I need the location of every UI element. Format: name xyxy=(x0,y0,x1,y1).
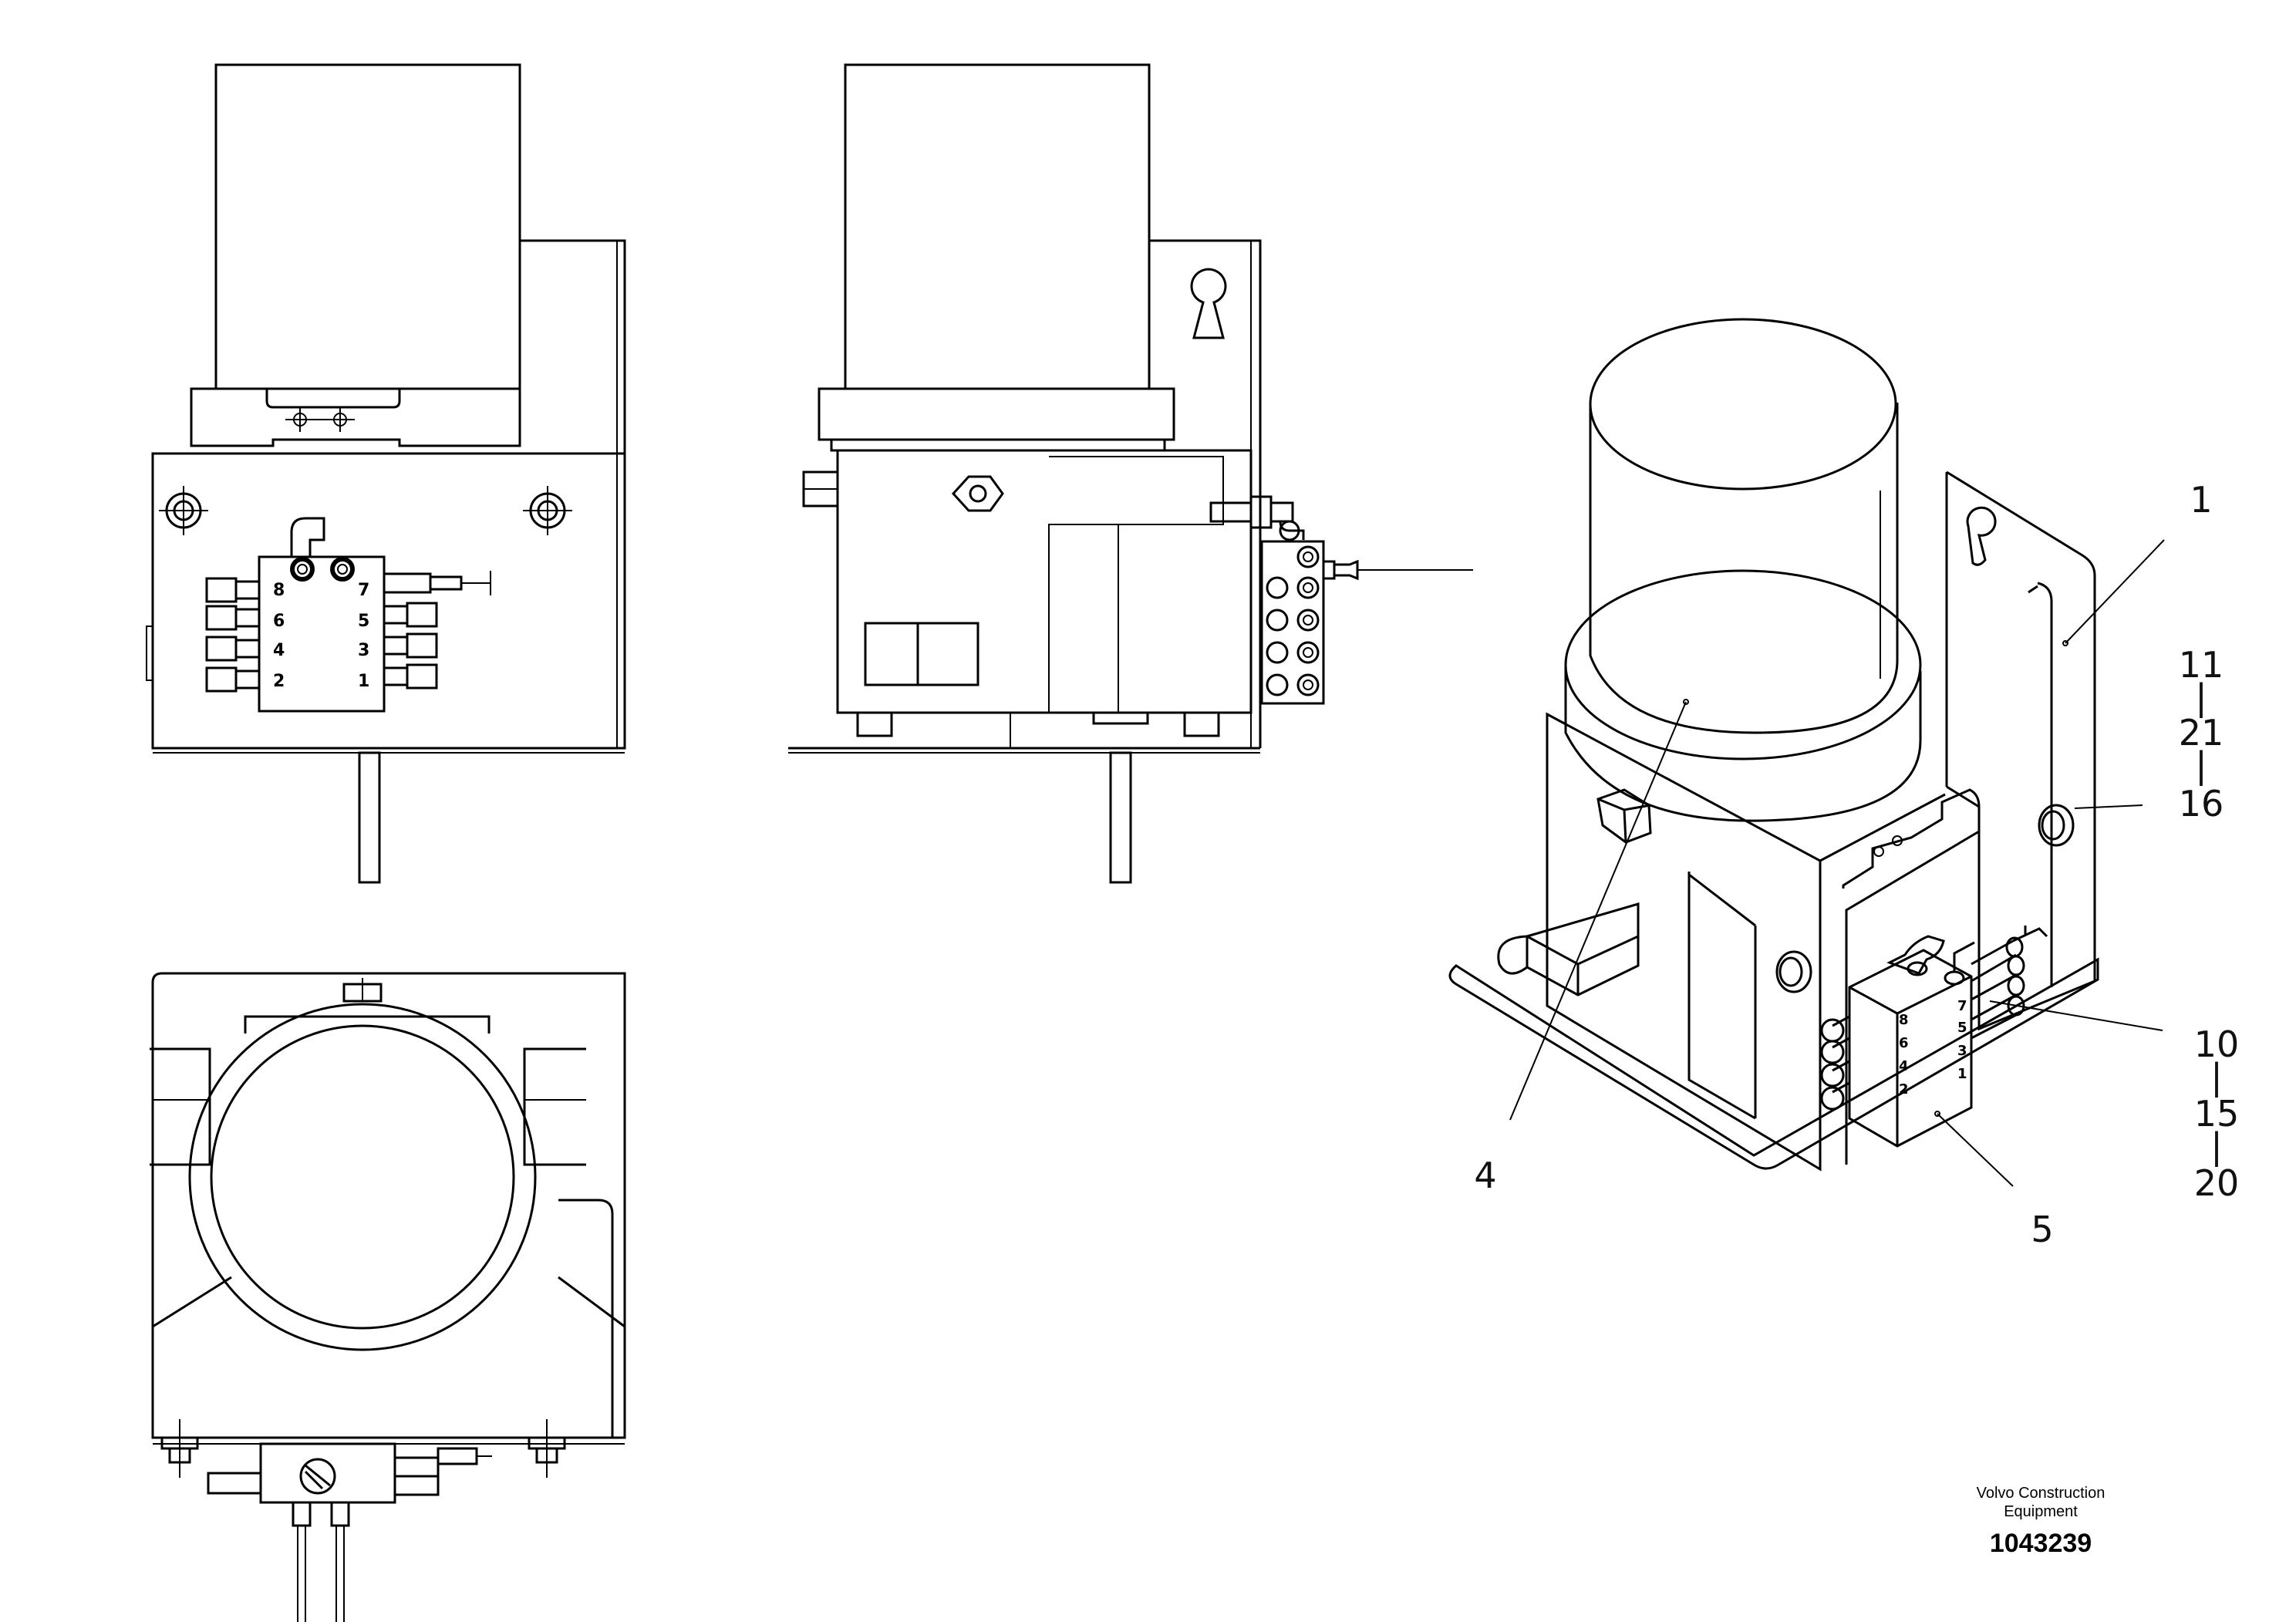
port-label-3: 3 xyxy=(358,641,369,660)
callout-1: 1 xyxy=(2190,479,2212,521)
callout-separator-d: | xyxy=(2210,1125,2223,1168)
callout-16: 16 xyxy=(2179,783,2224,824)
title-block: Volvo Construction Equipment 1043239 xyxy=(1977,1485,2106,1558)
bolt-right xyxy=(523,486,572,535)
callout-5: 5 xyxy=(2031,1209,2053,1250)
iso-port-label-8: 8 xyxy=(1899,1012,1909,1028)
iso-port-label-6: 6 xyxy=(1899,1035,1909,1051)
callout-11: 11 xyxy=(2179,644,2224,686)
iso-port-label-4: 4 xyxy=(1899,1058,1909,1074)
callout-15: 15 xyxy=(2194,1093,2240,1135)
iso-port-label-1: 1 xyxy=(1957,1066,1967,1082)
drawing-number: 1043239 xyxy=(1990,1529,2092,1558)
iso-bolt-upper xyxy=(2038,804,2075,847)
port-label-2: 2 xyxy=(273,672,285,691)
port-label-8: 8 xyxy=(273,581,285,600)
callout-10: 10 xyxy=(2194,1023,2240,1065)
port-label-5: 5 xyxy=(358,612,369,631)
bolt-bottom-right xyxy=(528,1419,566,1478)
iso-port-label-3: 3 xyxy=(1957,1043,1967,1059)
bolt-bottom-left xyxy=(160,1419,199,1478)
company-name-line1: Volvo Construction xyxy=(1977,1485,2106,1502)
callout-21: 21 xyxy=(2179,712,2224,754)
front-view: 8 7 6 5 4 3 2 1 xyxy=(146,63,626,884)
callout-separator-b: | xyxy=(2195,744,2207,787)
bolt-left xyxy=(159,486,208,535)
port-label-1: 1 xyxy=(358,672,369,691)
callout-separator-c: | xyxy=(2210,1056,2223,1098)
port-label-7: 7 xyxy=(358,581,369,600)
side-view xyxy=(788,63,1473,884)
iso-bolt-lower xyxy=(1775,950,1812,993)
iso-port-label-5: 5 xyxy=(1957,1020,1967,1036)
iso-port-label-7: 7 xyxy=(1957,998,1967,1014)
callout-labels: 1 11 | 21 | 16 10 | 15 | 20 4 5 xyxy=(1474,479,2239,1250)
callout-4: 4 xyxy=(1474,1155,1496,1196)
port-label-6: 6 xyxy=(273,612,285,631)
iso-port-label-2: 2 xyxy=(1899,1081,1909,1098)
isometric-view: 8 7 6 5 4 3 2 1 xyxy=(1448,318,2099,1172)
port-label-4: 4 xyxy=(273,641,285,660)
top-view xyxy=(150,972,626,1622)
callout-20: 20 xyxy=(2194,1162,2240,1204)
company-name-line2: Equipment xyxy=(2004,1503,2078,1520)
callout-separator-a: | xyxy=(2195,676,2207,719)
leader-lines xyxy=(1509,539,2165,1187)
